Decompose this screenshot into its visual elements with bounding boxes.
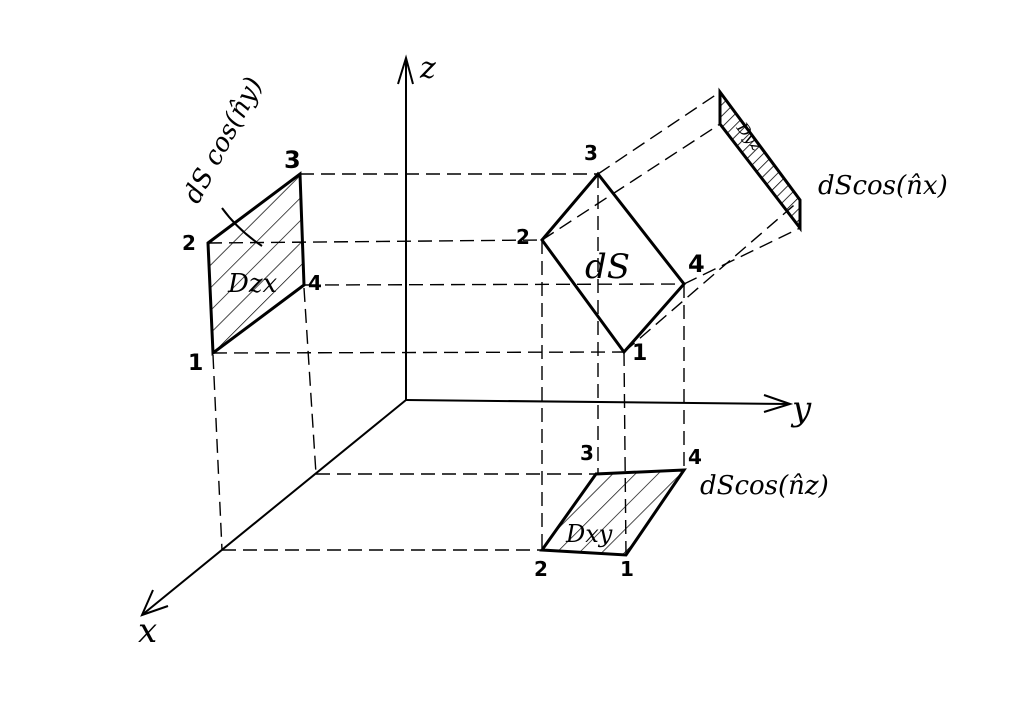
projection-xy-area-label: dScos(n̂z)	[700, 471, 829, 501]
y-axis	[405, 394, 794, 413]
y-arrow-icon	[763, 394, 794, 413]
z-axis	[397, 54, 414, 400]
surface-vertex-1: 1	[632, 341, 647, 366]
x-arrow-icon	[140, 589, 169, 617]
x-axis-label: x	[138, 611, 157, 651]
zx-vertex-1: 1	[188, 351, 203, 376]
surface-label: dS	[585, 247, 630, 287]
xy-vertex-1: 1	[620, 557, 634, 581]
zx-vertex-4: 4	[308, 271, 322, 295]
z-arrow-icon	[397, 54, 414, 85]
surface-vertex-3: 3	[584, 141, 598, 165]
surface-element	[540, 171, 686, 355]
surface-vertex-4: 4	[688, 250, 705, 278]
z-axis-label: z	[419, 51, 436, 86]
projection-yz	[718, 87, 802, 233]
zx-leader-line	[221, 207, 263, 247]
projection-zx-area-label: dS cos(n̂y)	[178, 72, 269, 208]
y-axis-label: y	[790, 389, 812, 429]
x-axis	[140, 399, 407, 617]
xy-vertex-3: 3	[580, 441, 594, 465]
surface-vertex-2: 2	[516, 225, 530, 249]
zx-vertex-3: 3	[284, 146, 301, 174]
projection-lines	[207, 91, 801, 556]
xy-vertex-4: 4	[688, 445, 702, 469]
projection-yz-area-label: dScos(n̂x)	[818, 171, 948, 201]
projection-zx	[206, 171, 306, 356]
zx-vertex-2: 2	[182, 231, 196, 255]
projection-xy-label: Dxy	[565, 520, 613, 548]
projection-zx-label: Dzx	[227, 269, 278, 299]
xy-vertex-2: 2	[534, 557, 548, 581]
projection-xy	[539, 468, 687, 557]
